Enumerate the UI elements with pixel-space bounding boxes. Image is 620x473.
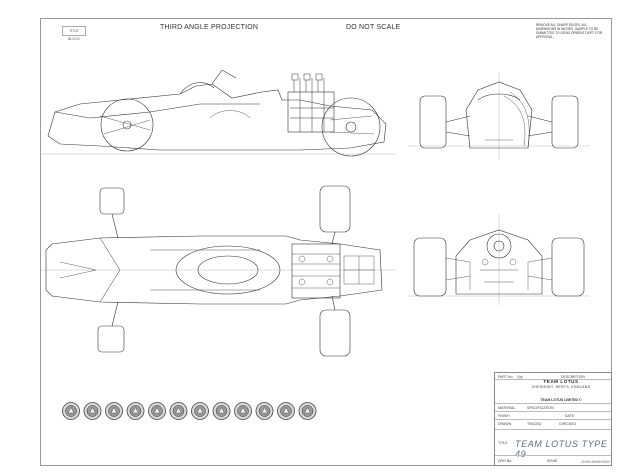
corner-tag: TITLE BLOCK (62, 26, 86, 41)
lotus-badge-icon (169, 402, 188, 420)
lotus-badge-icon (83, 402, 102, 420)
label-title: TITLE (498, 441, 508, 445)
lotus-badge-icon (62, 402, 80, 420)
lotus-badge-icon (191, 402, 209, 420)
label-material: MATERIAL (498, 406, 516, 410)
signature: JOHN MARKHAM (581, 460, 610, 464)
lotus-badge-icon (277, 402, 295, 420)
lotus-badge-icon (105, 402, 123, 420)
firm-name: TEAM LOTUS (543, 379, 579, 384)
col-part-no: PART No. (498, 375, 514, 379)
scale-note: DO NOT SCALE (346, 24, 401, 31)
general-notes: REMOVE ALL SHARP EDGES. ALL DIMENSIONS I… (536, 23, 603, 39)
lotus-badge-icon (126, 402, 145, 420)
drawing-title: TEAM LOTUS TYPE 49 (515, 439, 608, 459)
sheet-border (40, 18, 612, 466)
lotus-badge-icon (234, 402, 252, 420)
label-checked: CHECKED (559, 422, 577, 426)
label-finish: FINISH (498, 414, 510, 418)
lotus-badge-icon (255, 402, 274, 420)
lotus-badge-icon (148, 402, 166, 420)
label-issue: ISSUE (547, 459, 558, 463)
rear-elevation (408, 214, 590, 305)
projection-label: THIRD ANGLE PROJECTION (160, 24, 259, 31)
label-specification: SPECIFICATION (527, 406, 554, 410)
col-description: DESCRIPTION (561, 375, 585, 379)
firm-address: CHESHUNT, HERTS, ENGLAND (531, 385, 591, 389)
side-elevation (40, 69, 395, 157)
col-qty: Qty (517, 375, 523, 379)
badge-row (62, 402, 317, 420)
label-drg-no: DRG No. (498, 459, 513, 463)
title-block: PART No. Qty DESCRIPTION TEAM LOTUS CHES… (494, 372, 612, 466)
front-elevation (408, 72, 590, 160)
lotus-badge-icon (212, 402, 231, 420)
lotus-badge-icon (298, 402, 317, 420)
firm-subtitle: TEAM LOTUS LIMITED © (540, 398, 582, 402)
plan-view (40, 185, 395, 357)
label-date: DATE (565, 414, 575, 418)
label-traced: TRACED (527, 422, 542, 426)
label-drawn: DRAWN (498, 422, 512, 426)
